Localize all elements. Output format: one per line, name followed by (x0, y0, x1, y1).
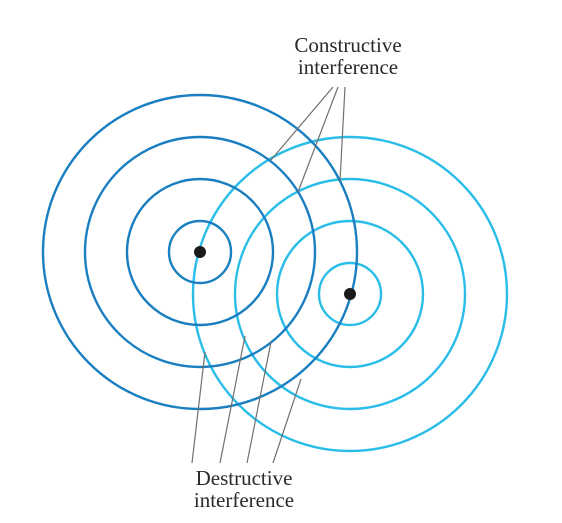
constructive-leader-line (297, 86, 339, 193)
source-a-ring-2 (125, 177, 275, 327)
constructive-leader-line (339, 86, 346, 182)
source-b-point (344, 288, 356, 300)
source-b-wavefronts (191, 135, 509, 453)
source-b-ring-4 (191, 135, 509, 453)
source-b-ring-2 (275, 219, 425, 369)
source-a-wavefronts (41, 93, 359, 411)
destructive-leader-line (246, 341, 272, 464)
source-b-ring-1 (317, 261, 383, 327)
constructive-label-line2: interference (297, 55, 399, 79)
source-a-ring-3 (83, 135, 317, 369)
constructive-label-line1: Constructive (294, 33, 402, 57)
source-a-point (194, 246, 206, 258)
constructive-interference-label: Constructive interference (262, 34, 434, 78)
destructive-leader-line (272, 378, 302, 464)
source-a-ring-4 (41, 93, 359, 411)
destructive-interference-label: Destructive interference (158, 467, 330, 511)
destructive-label-line2: interference (193, 488, 295, 512)
source-a-ring-1 (167, 219, 233, 285)
destructive-label-line1: Destructive (195, 466, 293, 490)
destructive-leader-line (191, 351, 206, 464)
source-b-ring-3 (233, 177, 467, 411)
destructive-leader-line (219, 335, 246, 464)
source-points (194, 246, 356, 300)
leader-lines (191, 86, 346, 464)
constructive-leader-line (270, 86, 334, 161)
